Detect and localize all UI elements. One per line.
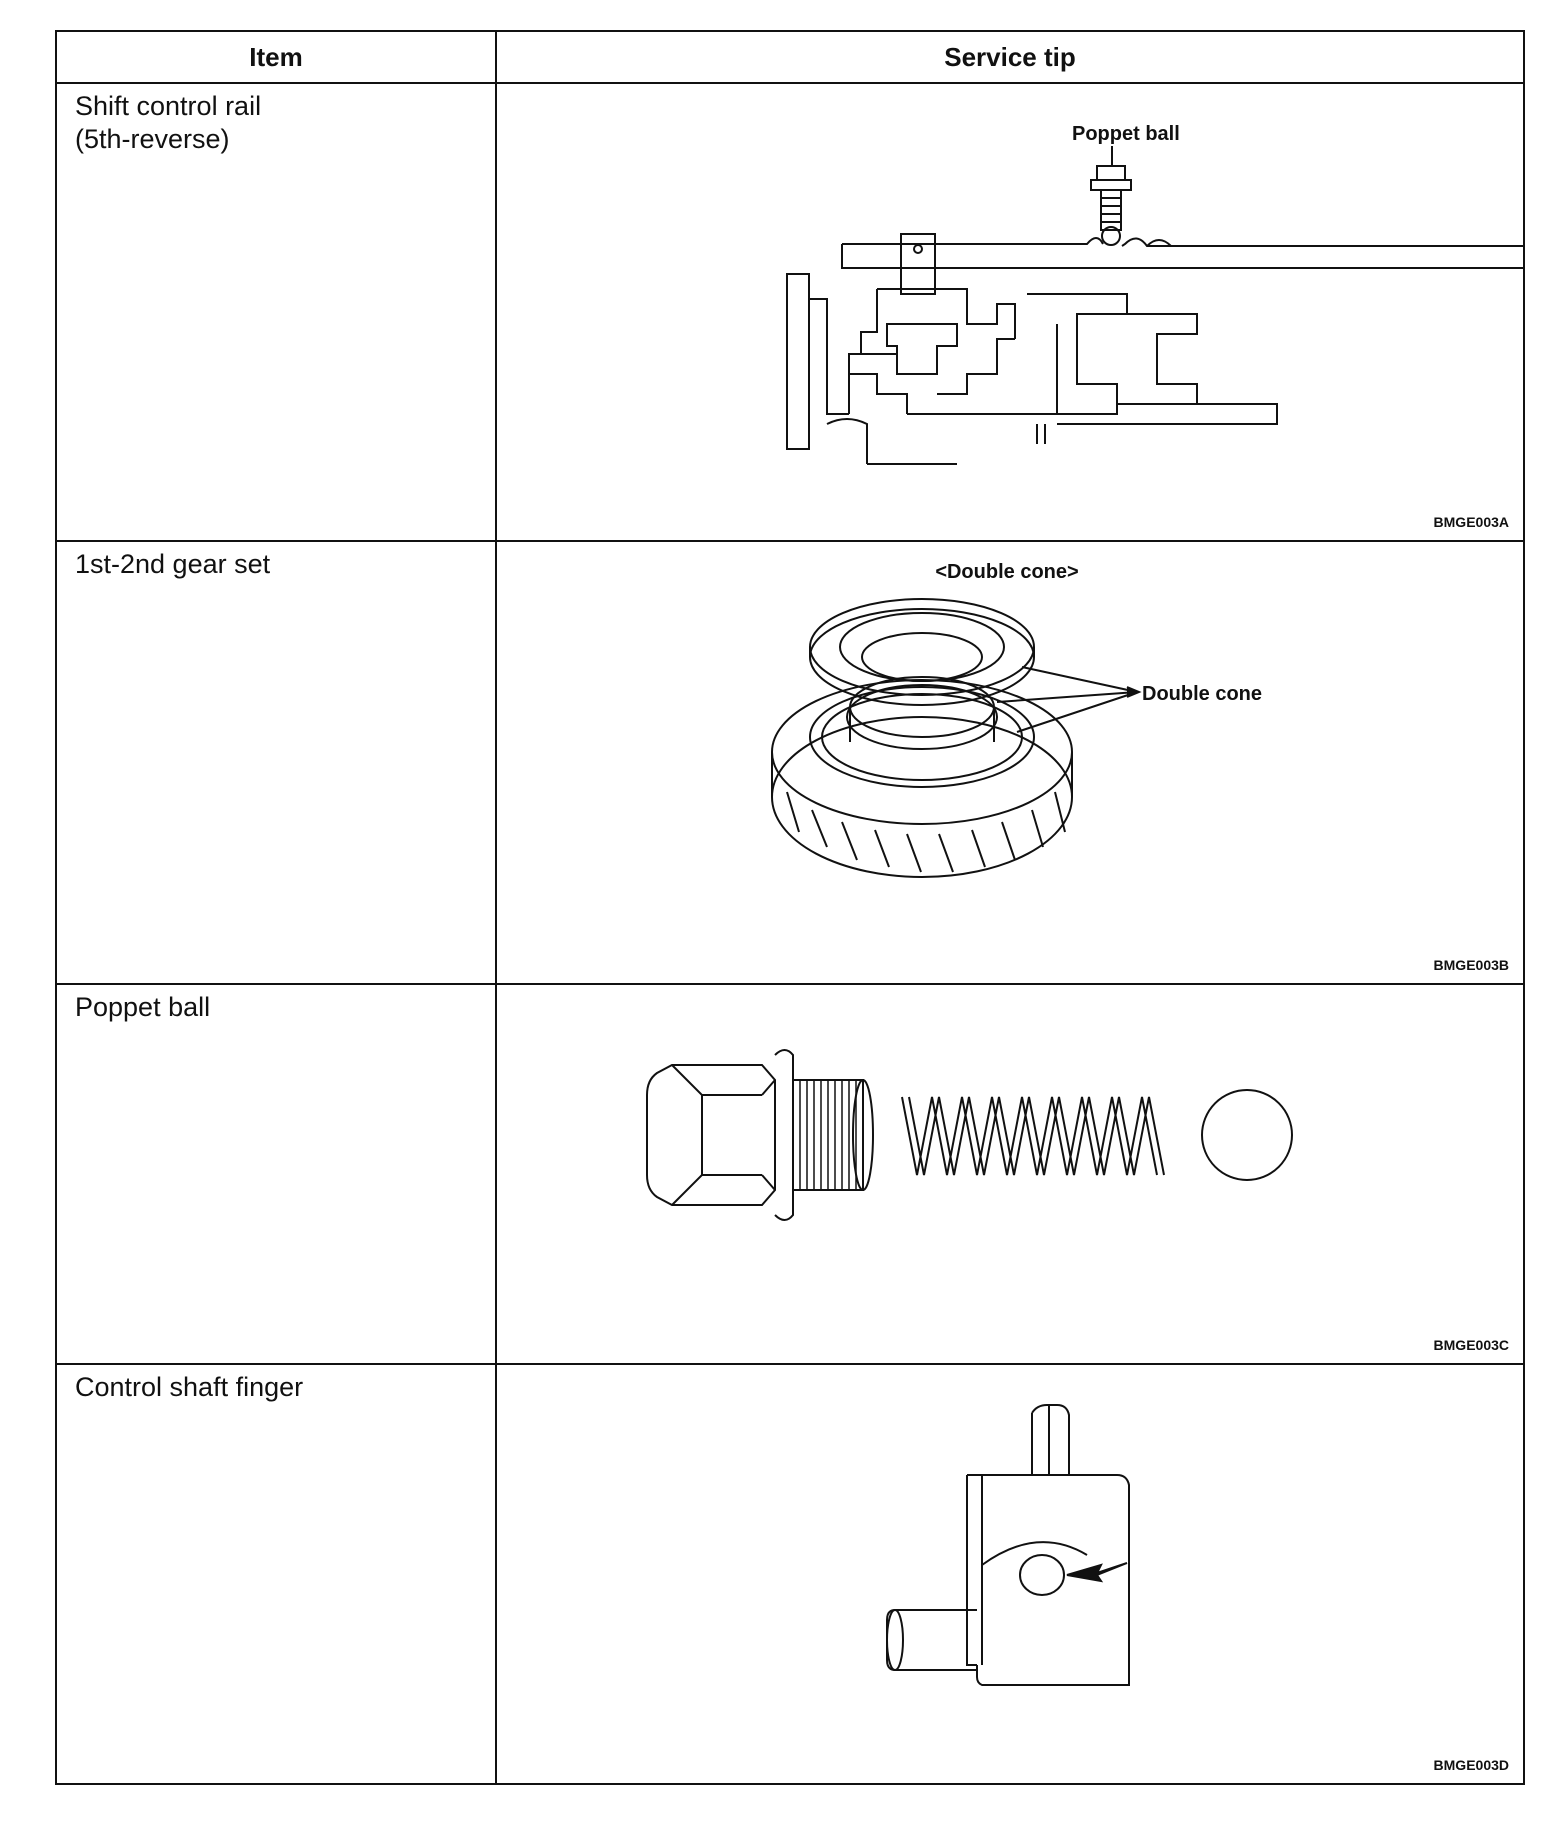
item-cell: Shift control rail (5th-reverse) <box>55 82 497 542</box>
item-cell: Control shaft finger <box>55 1363 497 1785</box>
item-label-line: Poppet ball <box>75 992 211 1022</box>
item-label-line: (5th-reverse) <box>75 124 230 154</box>
double-cone-gear-illustration: <Double cone> <box>771 561 1262 878</box>
table-header-row: Item Service tip <box>55 30 1525 84</box>
shift-control-rail-illustration: Poppet ball <box>786 123 1525 465</box>
figure-cell: BMGE003C <box>495 983 1525 1365</box>
header-item: Item <box>55 30 497 84</box>
table-row: Poppet ball <box>55 983 1525 1365</box>
figure-code: BMGE003C <box>1433 1337 1509 1353</box>
figure-cell: Poppet ball <box>495 82 1525 542</box>
poppet-ball-parts-illustration <box>646 1049 1293 1221</box>
item-cell: 1st-2nd gear set <box>55 540 497 985</box>
item-label-line: 1st-2nd gear set <box>75 549 271 579</box>
figure-code: BMGE003A <box>1433 514 1509 530</box>
table-row: Control shaft finger BMGE0 <box>55 1363 1525 1785</box>
figure-cell: <Double cone> <box>495 540 1525 985</box>
figure-code: BMGE003B <box>1433 957 1509 973</box>
header-service-tip: Service tip <box>495 30 1525 84</box>
figure-title: <Double cone> <box>935 561 1078 583</box>
table-row: 1st-2nd gear set <Double cone> <box>55 540 1525 985</box>
callout-double-cone: Double cone <box>1142 683 1262 705</box>
table-row: Shift control rail (5th-reverse) Poppet … <box>55 82 1525 542</box>
figure-code: BMGE003D <box>1433 1757 1509 1773</box>
figure-cell: BMGE003D <box>495 1363 1525 1785</box>
service-tip-table: Item Service tip Shift control rail (5th… <box>55 30 1525 1785</box>
item-label-line: Shift control rail <box>75 91 262 121</box>
item-cell: Poppet ball <box>55 983 497 1365</box>
control-shaft-finger-illustration <box>886 1404 1130 1686</box>
item-label-line: Control shaft finger <box>75 1372 304 1402</box>
callout-poppet-ball: Poppet ball <box>1072 123 1180 145</box>
